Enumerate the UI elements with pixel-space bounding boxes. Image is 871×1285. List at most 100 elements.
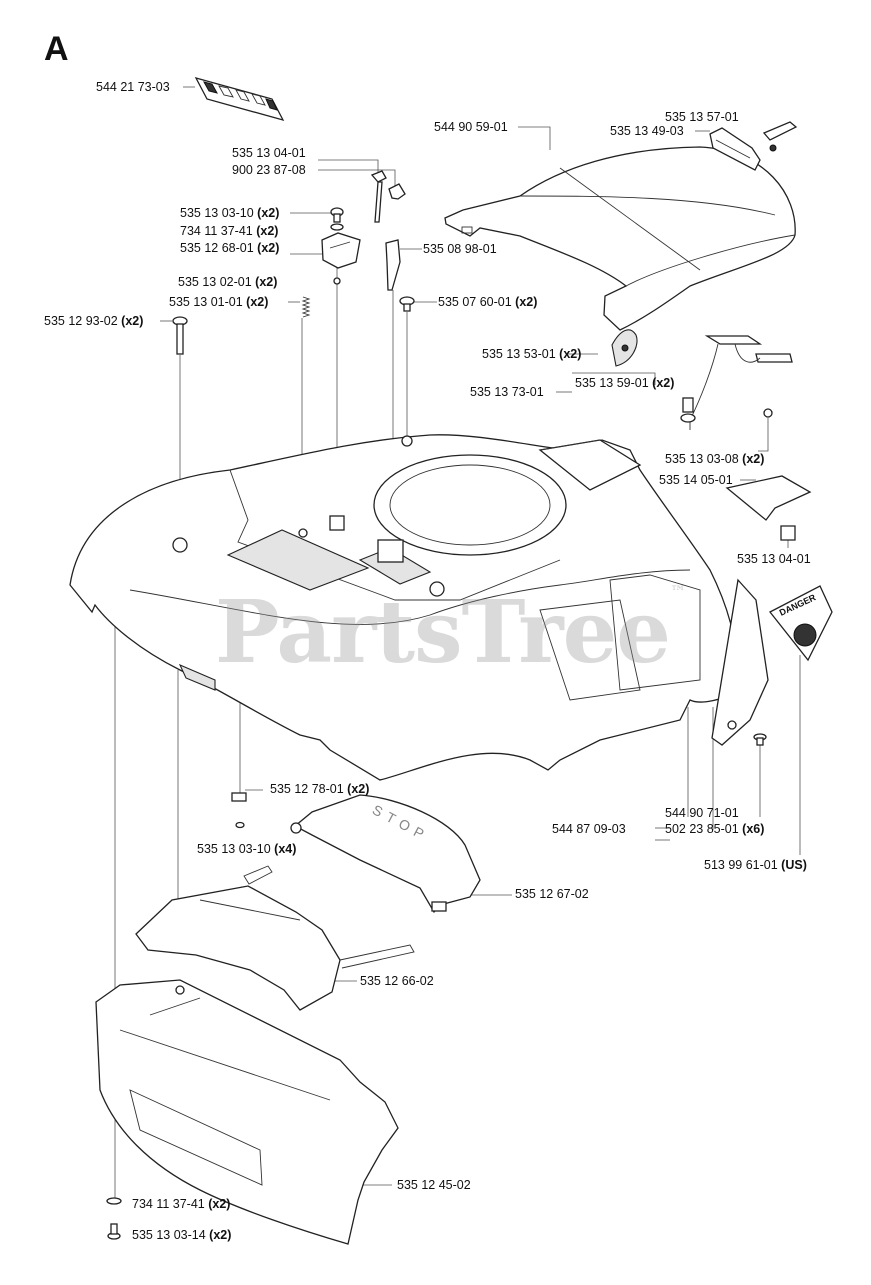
part-number: 544 90 59-01 bbox=[434, 120, 508, 134]
spring bbox=[301, 277, 341, 318]
part-number: 535 13 03-14 bbox=[132, 1228, 206, 1242]
part-label: 535 13 73-01 bbox=[470, 385, 544, 400]
part-label: 535 13 03-08 (x2) bbox=[665, 452, 764, 467]
part-label: 535 13 01-01 (x2) bbox=[169, 295, 268, 310]
part-number: 535 12 68-01 bbox=[180, 241, 254, 255]
part-number: 544 90 71-01 bbox=[665, 806, 739, 820]
part-label: 535 13 04-01 bbox=[232, 146, 306, 161]
part-qty: (x4) bbox=[274, 842, 297, 856]
part-number: 535 13 03-10 bbox=[197, 842, 271, 856]
part-label: 535 08 98-01 bbox=[423, 242, 497, 257]
part-label: 535 13 04-01 bbox=[737, 552, 811, 567]
part-number: 513 99 61-01 bbox=[704, 858, 778, 872]
part-qty: (x2) bbox=[246, 295, 269, 309]
part-label: 513 99 61-01 (US) bbox=[704, 858, 807, 873]
part-qty: (x2) bbox=[256, 224, 279, 238]
part-number: 535 12 67-02 bbox=[515, 887, 589, 901]
cover-plate bbox=[725, 475, 812, 521]
part-number: 535 13 49-03 bbox=[610, 124, 684, 138]
part-number: 535 13 57-01 bbox=[665, 110, 739, 124]
watermark: PartsTree™ bbox=[215, 582, 686, 683]
skirt-screw bbox=[753, 733, 767, 746]
part-label: 544 21 73-03 bbox=[96, 80, 170, 95]
part-qty: (x2) bbox=[742, 452, 765, 466]
part-qty: (x2) bbox=[559, 347, 582, 361]
cable-tie bbox=[370, 170, 387, 223]
part-number: 502 23 85-01 bbox=[665, 822, 739, 836]
part-label: 535 12 93-02 (x2) bbox=[44, 314, 143, 329]
front-bumper bbox=[95, 979, 399, 1245]
long-bolt bbox=[172, 316, 188, 355]
lid-handle bbox=[709, 127, 761, 171]
part-number: 734 11 37-41 bbox=[180, 224, 253, 238]
part-label: 535 12 66-02 bbox=[360, 974, 434, 989]
switch-bracket bbox=[321, 232, 361, 269]
part-label: 734 11 37-41 (x2) bbox=[180, 224, 278, 239]
pivot-pin bbox=[231, 792, 247, 829]
part-number: 535 13 53-01 bbox=[482, 347, 556, 361]
part-label: 535 12 68-01 (x2) bbox=[180, 241, 279, 256]
part-label: 535 13 03-10 (x2) bbox=[180, 206, 279, 221]
sensor-cable bbox=[680, 397, 696, 423]
part-qty: (x2) bbox=[209, 1228, 232, 1242]
part-qty: (x2) bbox=[515, 295, 538, 309]
watermark-text: PartsTree bbox=[215, 582, 671, 683]
part-number: 535 12 78-01 bbox=[270, 782, 344, 796]
plastic-screw bbox=[399, 296, 415, 312]
stop-switch-link bbox=[385, 239, 401, 291]
bottom-screw bbox=[107, 1223, 121, 1240]
watermark-trademark: ™ bbox=[670, 582, 686, 601]
warning-decal-strip bbox=[194, 76, 285, 122]
stop-lid bbox=[290, 794, 481, 914]
part-number: 535 12 66-02 bbox=[360, 974, 434, 988]
part-qty: (x2) bbox=[257, 206, 280, 220]
part-label: 535 13 03-14 (x2) bbox=[132, 1228, 231, 1243]
part-qty: (x2) bbox=[121, 314, 144, 328]
part-label: 535 12 67-02 bbox=[515, 887, 589, 902]
side-skirt bbox=[711, 578, 769, 746]
part-number: 535 08 98-01 bbox=[423, 242, 497, 256]
part-qty: (x2) bbox=[255, 275, 278, 289]
part-number: 544 21 73-03 bbox=[96, 80, 170, 94]
part-label: 535 12 78-01 (x2) bbox=[270, 782, 369, 797]
part-label: 535 13 03-10 (x4) bbox=[197, 842, 296, 857]
part-number: 535 13 01-01 bbox=[169, 295, 243, 309]
part-label: 734 11 37-41 (x2) bbox=[132, 1197, 230, 1212]
part-qty: (x2) bbox=[347, 782, 370, 796]
part-number: 544 87 09-03 bbox=[552, 822, 626, 836]
screw-top bbox=[330, 207, 344, 231]
part-number: 535 13 59-01 bbox=[575, 376, 649, 390]
part-number: 535 12 45-02 bbox=[397, 1178, 471, 1192]
danger-decal bbox=[769, 585, 833, 662]
part-qty: (US) bbox=[781, 858, 807, 872]
lid-hinge bbox=[611, 329, 638, 367]
part-label: 535 13 53-01 (x2) bbox=[482, 347, 581, 362]
part-label: 535 13 57-01 bbox=[665, 110, 739, 125]
part-number: 535 07 60-01 bbox=[438, 295, 512, 309]
part-label: 535 13 59-01 (x2) bbox=[575, 376, 674, 391]
handle-screw bbox=[762, 121, 798, 152]
bottom-washer bbox=[106, 1197, 122, 1205]
part-qty: (x2) bbox=[257, 241, 280, 255]
top-cover-lid bbox=[444, 146, 796, 331]
part-label: 544 90 59-01 bbox=[434, 120, 508, 135]
part-number: 900 23 87-08 bbox=[232, 163, 306, 177]
part-number: 535 13 04-01 bbox=[737, 552, 811, 566]
part-label: 535 07 60-01 (x2) bbox=[438, 295, 537, 310]
part-number: 535 12 93-02 bbox=[44, 314, 118, 328]
part-label: 544 87 09-03 bbox=[552, 822, 626, 837]
part-label: 544 90 71-01 bbox=[665, 806, 739, 821]
part-qty: (x6) bbox=[742, 822, 765, 836]
part-number: 535 13 04-01 bbox=[232, 146, 306, 160]
part-number: 535 13 02-01 bbox=[178, 275, 252, 289]
part-label: 535 12 45-02 bbox=[397, 1178, 471, 1193]
plate-clip bbox=[780, 525, 796, 541]
part-qty: (x2) bbox=[208, 1197, 231, 1211]
part-label: 535 14 05-01 bbox=[659, 473, 733, 488]
part-label: 900 23 87-08 bbox=[232, 163, 306, 178]
small-nut-right bbox=[763, 408, 773, 418]
part-number: 734 11 37-41 bbox=[132, 1197, 205, 1211]
part-label: 535 13 49-03 bbox=[610, 124, 684, 139]
